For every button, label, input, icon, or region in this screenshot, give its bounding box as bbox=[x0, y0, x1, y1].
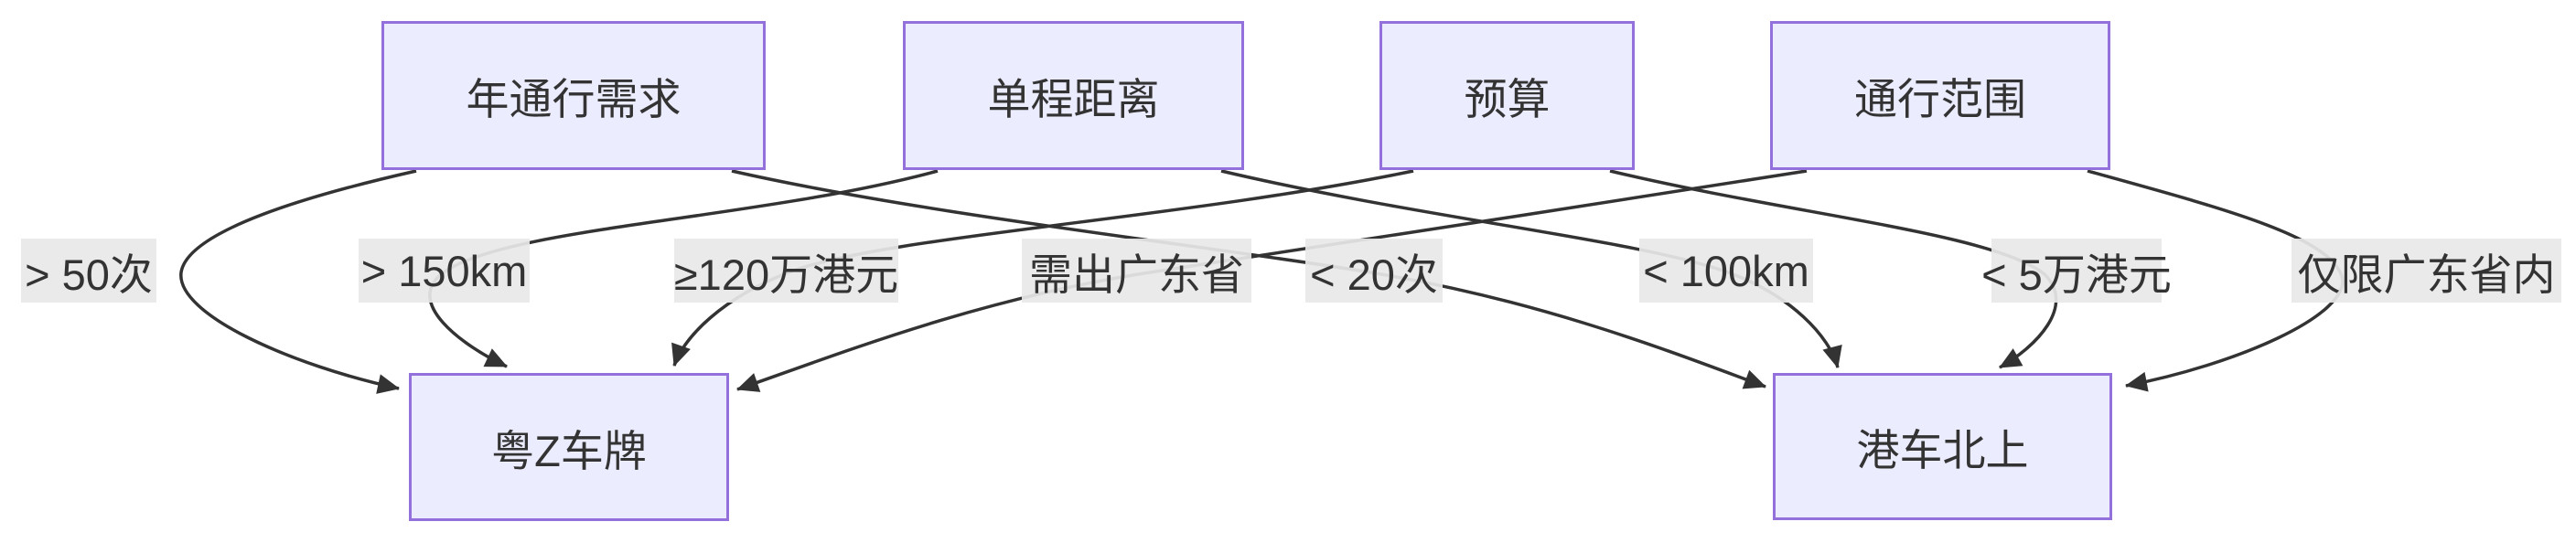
edge-label-must-leave-guangdong: 需出广东省 bbox=[1022, 239, 1251, 303]
edge-label-guangdong-only: 仅限广东省内 bbox=[2292, 239, 2561, 303]
node-hk-car-northbound: 港车北上 bbox=[1773, 373, 2112, 520]
edge-label-under-100km: < 100km bbox=[1639, 239, 1813, 303]
edge-label-over-50-trips: > 50次 bbox=[21, 239, 156, 303]
edge-label-under-20-trips: < 20次 bbox=[1305, 239, 1443, 303]
node-annual-pass-demand: 年通行需求 bbox=[381, 21, 766, 170]
edge-label-under-50k-hkd: < 5万港元 bbox=[1981, 239, 2172, 303]
edge-label-over-1-2m-hkd: ≥120万港元 bbox=[674, 239, 898, 303]
node-one-way-distance: 单程距离 bbox=[903, 21, 1244, 170]
node-yue-z-plate: 粤Z车牌 bbox=[409, 373, 729, 521]
node-budget: 预算 bbox=[1379, 21, 1635, 170]
edge-annual-demand-to-yue-z bbox=[179, 169, 417, 394]
node-travel-scope: 通行范围 bbox=[1770, 21, 2110, 170]
edge-label-over-150km: > 150km bbox=[359, 239, 530, 303]
